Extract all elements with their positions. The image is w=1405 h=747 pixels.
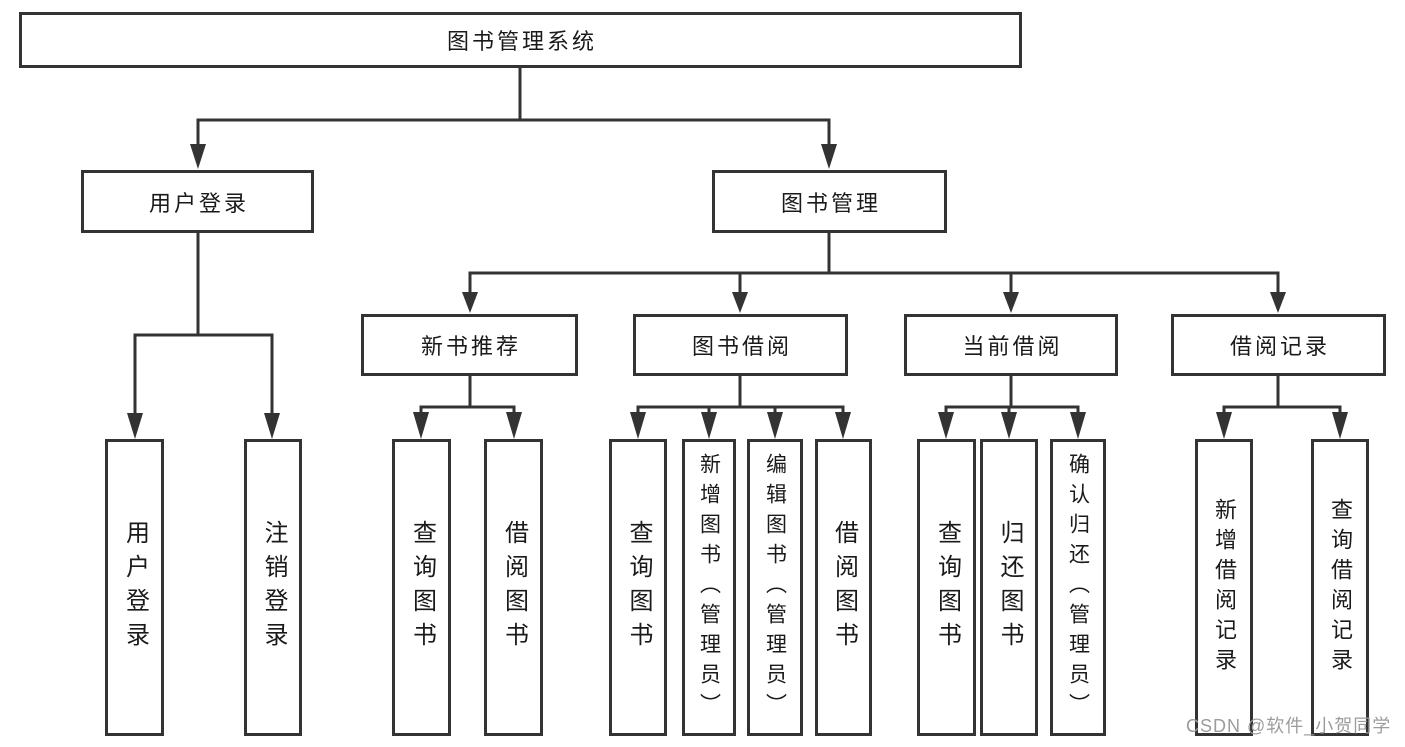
leaf-query-books-borrow: 查询图书 [609, 439, 667, 736]
label-new-books: 新书推荐 [420, 334, 521, 359]
leaf-edit-books-admin: 编辑图书（管理员） [747, 439, 803, 736]
node-user-login: 用户登录 [81, 170, 314, 233]
node-new-books: 新书推荐 [361, 314, 578, 376]
label-user-login: 用户登录 [148, 190, 249, 216]
label-leaf-user-login: 用户登录 [121, 519, 149, 656]
label-leaf-query-books-borrow: 查询图书 [625, 519, 652, 656]
label-leaf-borrow-books-new: 借阅图书 [500, 519, 528, 656]
label-leaf-borrow-books: 借阅图书 [830, 519, 858, 656]
leaf-query-borrow-record: 查询借阅记录 [1311, 439, 1369, 736]
label-leaf-query-books-new: 查询图书 [408, 519, 436, 656]
leaf-borrow-books-new: 借阅图书 [484, 439, 543, 736]
label-leaf-return-books: 归还图书 [996, 519, 1023, 656]
label-leaf-query-books-current: 查询图书 [933, 519, 961, 656]
node-book-mgmt: 图书管理 [712, 170, 947, 233]
node-borrow-records: 借阅记录 [1171, 314, 1386, 376]
label-leaf-edit-books-admin: 编辑图书（管理员） [763, 452, 787, 723]
leaf-query-books-new: 查询图书 [392, 439, 451, 736]
label-leaf-add-borrow-record: 新增借阅记录 [1212, 497, 1237, 678]
node-root: 图书管理系统 [19, 12, 1022, 68]
leaf-user-login: 用户登录 [105, 439, 164, 736]
label-leaf-logout: 注销登录 [260, 519, 287, 656]
leaf-confirm-return-admin: 确认归还（管理员） [1050, 439, 1106, 736]
label-borrow-records: 借阅记录 [1229, 334, 1330, 359]
leaf-logout: 注销登录 [244, 439, 302, 736]
leaf-return-books: 归还图书 [980, 439, 1038, 736]
leaf-add-borrow-record: 新增借阅记录 [1195, 439, 1253, 736]
label-leaf-add-books-admin: 新增图书（管理员） [697, 452, 721, 723]
node-book-borrow: 图书借阅 [633, 314, 848, 376]
label-leaf-confirm-return-admin: 确认归还（管理员） [1066, 452, 1090, 723]
label-current-borrow: 当前借阅 [962, 334, 1063, 359]
leaf-query-books-current: 查询图书 [917, 439, 976, 736]
watermark: CSDN @软件_小贺同学 [1186, 716, 1392, 736]
node-current-borrow: 当前借阅 [904, 314, 1118, 376]
label-book-mgmt: 图书管理 [780, 190, 881, 216]
label-leaf-query-borrow-record: 查询借阅记录 [1328, 497, 1353, 678]
label-root: 图书管理系统 [446, 29, 597, 54]
label-book-borrow: 图书借阅 [691, 334, 792, 359]
leaf-borrow-books: 借阅图书 [815, 439, 872, 736]
leaf-add-books-admin: 新增图书（管理员） [682, 439, 736, 736]
